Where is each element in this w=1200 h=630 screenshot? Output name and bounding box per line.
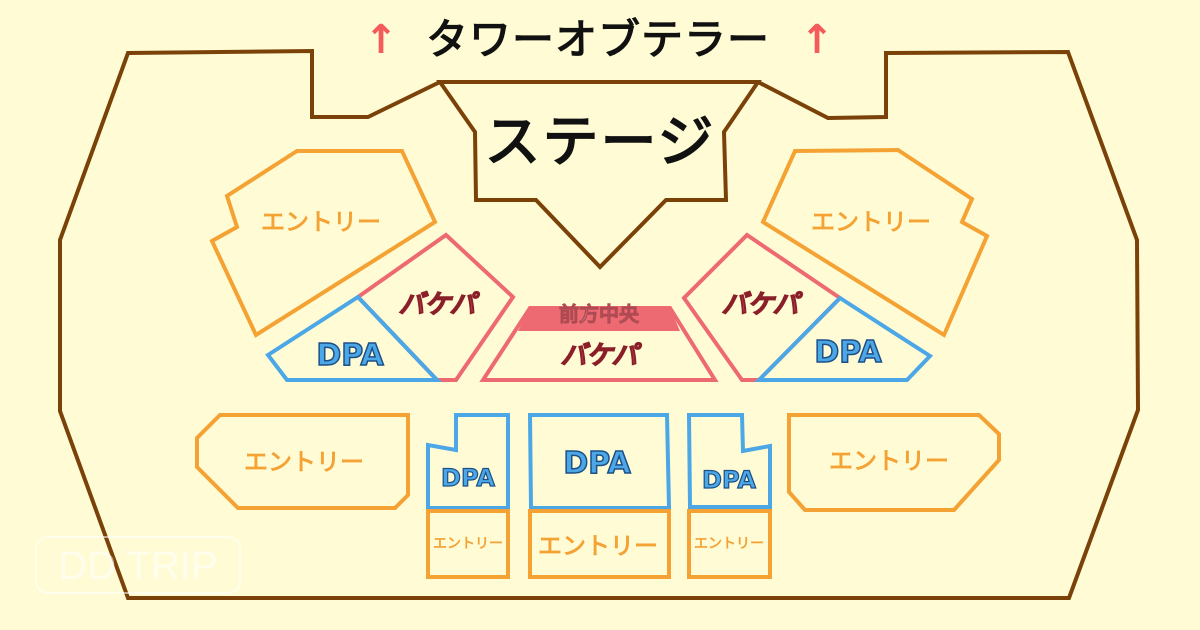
entry-center-label: エントリー [538, 532, 658, 560]
entry-small-left-label: エントリー [433, 536, 503, 552]
dpa-left-label: DPA [316, 338, 385, 373]
venue-outline [58, 48, 1141, 600]
front-center-tag-band [518, 308, 680, 331]
dpa-right-area[interactable] [754, 295, 934, 382]
entry-small-right-label: エントリー [694, 536, 764, 552]
entry-upper-left-label: エントリー [261, 208, 381, 236]
entry-small-right-area[interactable] [687, 509, 772, 579]
front-center-bakepa-label: バケパ [560, 341, 638, 371]
dpa-small-left-area[interactable] [426, 413, 510, 510]
stage-label: ステージ [484, 110, 716, 175]
dpa-left-area[interactable] [265, 294, 442, 382]
entry-upper-left-area[interactable] [209, 149, 438, 338]
entry-small-left-area[interactable] [426, 509, 510, 579]
front-center-tag: 前方中央 [559, 302, 640, 326]
watermark-logo: DD TRIP [58, 544, 218, 588]
entry-lower-right-label: エントリー [829, 447, 949, 475]
up-arrow-icon: ↑ [800, 17, 834, 63]
bakepa-right-label: バケパ [721, 290, 799, 320]
bakepa-left-label: バケパ [398, 290, 476, 320]
entry-lower-left-area[interactable] [195, 413, 410, 510]
up-arrow-icon: ↑ [364, 17, 398, 63]
entry-center-area[interactable] [528, 509, 671, 579]
dpa-small-left-label: DPA [440, 464, 495, 492]
entry-lower-left-label: エントリー [244, 448, 364, 476]
direction-title: タワーオブテラー [425, 15, 771, 64]
dpa-center-area[interactable] [527, 413, 672, 510]
watermark-frame [35, 536, 241, 594]
bakepa-right-area[interactable] [681, 232, 844, 382]
entry-upper-right-label: エントリー [811, 208, 931, 236]
dpa-small-right-label: DPA [701, 466, 756, 494]
entry-lower-right-area[interactable] [787, 413, 1001, 512]
stage-outline [436, 80, 762, 270]
bakepa-left-area[interactable] [354, 232, 516, 382]
entry-upper-right-area[interactable] [760, 147, 990, 338]
dpa-right-label: DPA [814, 335, 883, 370]
dpa-small-right-area[interactable] [686, 413, 772, 509]
dpa-center-label: DPA [563, 446, 632, 481]
